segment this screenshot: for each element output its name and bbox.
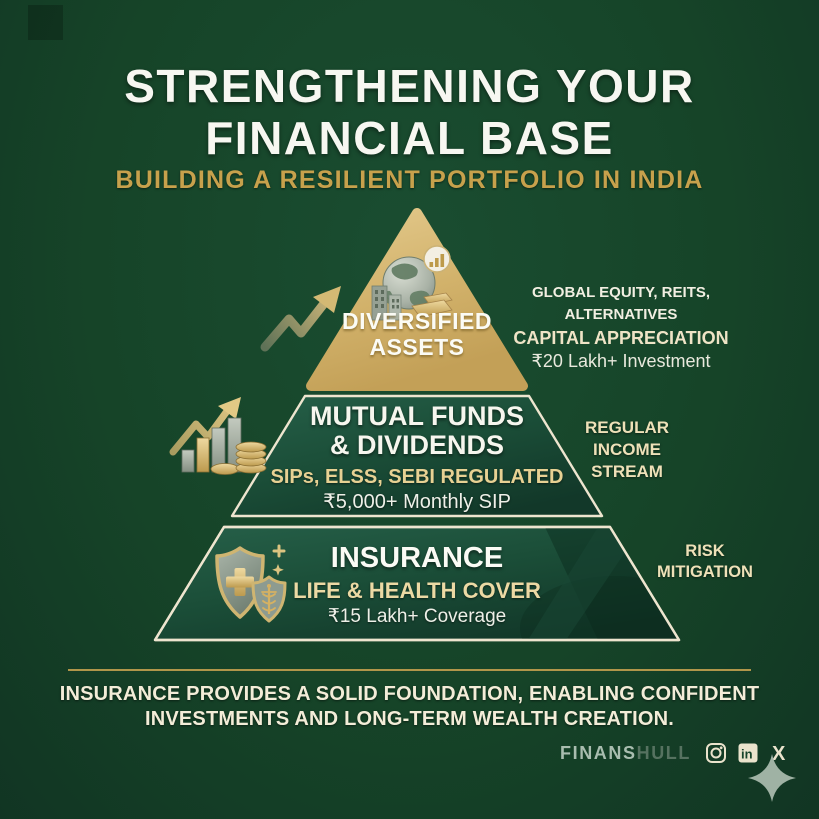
note-line1: REGULAR xyxy=(584,418,670,437)
note-line1: RISK xyxy=(685,542,725,560)
tier-label-line1: INSURANCE xyxy=(330,542,504,574)
note-line-global-equity: GLOBAL EQUITY, REITS, ALTERNATIVES xyxy=(531,284,711,323)
tier-detail-white: ₹15 Lakh+ Coverage xyxy=(327,606,507,627)
brand-name: FINANSHULL xyxy=(560,743,691,764)
brand-row: FINANSHULL in X xyxy=(560,740,791,766)
brand-name-secondary: HULL xyxy=(636,742,691,763)
footer-message-line2: INVESTMENTS AND LONG-TERM WEALTH CREATIO… xyxy=(144,708,675,730)
tier-label-line1: DIVERSIFIED xyxy=(342,308,492,334)
tier-label-diversified-assets: DIVERSIFIED ASSETS xyxy=(317,308,517,360)
shield-cross-caduceus-icon xyxy=(215,544,287,623)
footer-divider xyxy=(68,669,751,671)
note-risk-mitigation: RISK MITIGATION xyxy=(645,541,765,583)
tier-detail-gold: LIFE & HEALTH COVER xyxy=(293,578,541,603)
corner-logo-mark xyxy=(28,5,63,40)
page-subtitle: BUILDING A RESILIENT PORTFOLIO IN INDIA xyxy=(115,166,704,194)
tier-label-line2: & DIVIDENDS xyxy=(329,430,505,460)
bar-chart-coins-arrow-icon xyxy=(169,397,267,475)
tier-outline-insurance xyxy=(153,525,681,642)
note-line2: MITIGATION xyxy=(657,563,753,581)
tier-label-mutual-funds: MUTUAL FUNDS & DIVIDENDS SIPs, ELSS, SEB… xyxy=(267,402,567,514)
brand-name-primary: FINANS xyxy=(560,742,637,763)
tier-detail-gold: SIPs, ELSS, SEBI REGULATED xyxy=(270,466,564,488)
page-title: STRENGTHENING YOUR FINANCIAL BASE xyxy=(0,60,819,165)
four-point-sparkle-icon xyxy=(748,754,796,802)
tier-detail-white: ₹5,000+ Monthly SIP xyxy=(323,491,511,513)
x-glyph: X xyxy=(772,743,786,764)
tier-label-line1: MUTUAL FUNDS xyxy=(310,401,524,431)
note-line2: INCOME xyxy=(593,440,661,459)
instagram-icon[interactable] xyxy=(705,742,727,764)
note-diversified-assets: GLOBAL EQUITY, REITS, ALTERNATIVES CAPIT… xyxy=(487,282,755,373)
growth-arrow-icon xyxy=(260,286,341,352)
linkedin-icon[interactable]: in xyxy=(737,742,759,764)
tier-label-insurance: INSURANCE LIFE & HEALTH COVER ₹15 Lakh+ … xyxy=(292,542,542,629)
linkedin-glyph: in xyxy=(741,747,753,762)
tier-label-line2: ASSETS xyxy=(369,334,465,360)
footer-message-line1: INSURANCE PROVIDES A SOLID FOUNDATION, E… xyxy=(59,683,760,705)
globe-buildings-goldbar-chart-icon xyxy=(371,245,453,321)
note-line-investment: ₹20 Lakh+ Investment xyxy=(531,351,711,371)
x-icon[interactable]: X xyxy=(769,742,791,764)
note-regular-income-stream: REGULAR INCOME STREAM xyxy=(562,417,692,483)
note-line-capital-appreciation: CAPITAL APPRECIATION xyxy=(513,328,729,348)
footer-message: INSURANCE PROVIDES A SOLID FOUNDATION, E… xyxy=(0,682,819,732)
note-line3: STREAM xyxy=(591,462,663,481)
page-title-line1: STRENGTHENING YOUR xyxy=(124,60,695,112)
tier-shape-mutual-funds xyxy=(230,394,604,518)
page-title-line2: FINANCIAL BASE xyxy=(205,112,614,165)
